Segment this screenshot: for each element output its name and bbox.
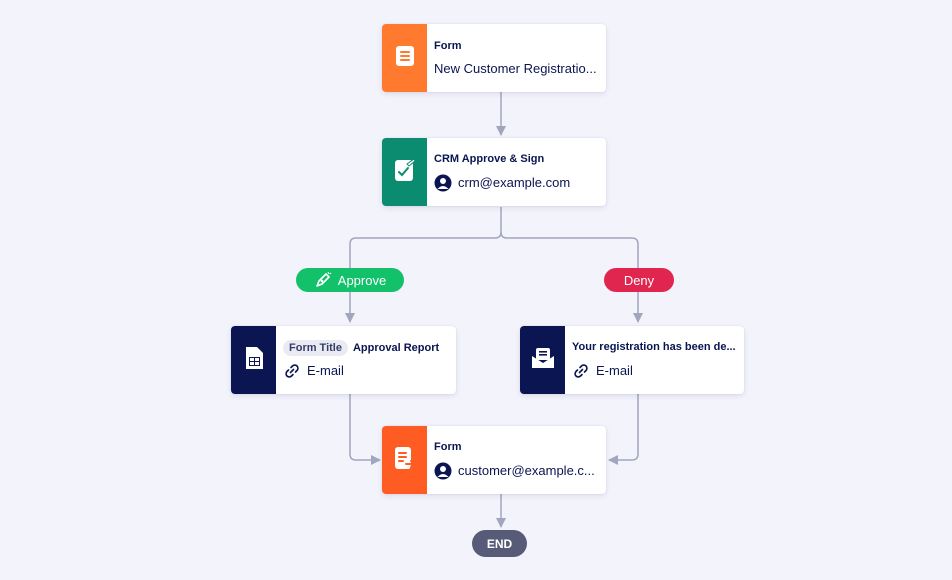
node-subtitle: New Customer Registratio... — [434, 61, 597, 76]
form-start-node[interactable]: Form New Customer Registratio... — [382, 24, 606, 92]
form-start-icon-block — [382, 24, 427, 92]
node-subtitle: crm@example.com — [458, 175, 571, 190]
connector-crm-to-deny — [500, 231, 643, 323]
user-icon — [434, 462, 452, 480]
connector-deny-to-form — [608, 394, 639, 465]
node-title: Form — [434, 441, 462, 453]
user-icon — [434, 174, 452, 192]
form-send-icon — [394, 446, 416, 475]
node-title: Form — [434, 40, 462, 52]
sign-document-icon — [394, 157, 416, 187]
approve-label: Approve — [337, 272, 387, 288]
end-node: END — [472, 530, 527, 557]
approval-report-node[interactable]: Form Title Approval Report E-mail — [231, 326, 456, 394]
node-subtitle: E-mail — [596, 363, 633, 378]
document-icon — [395, 45, 415, 72]
node-subtitle: E-mail — [307, 363, 344, 378]
form-title-chip: Form Title — [283, 340, 348, 356]
link-icon — [572, 362, 590, 380]
report-icon-block — [231, 326, 276, 394]
node-title: Approval Report — [352, 342, 440, 354]
form-end-icon-block — [382, 426, 427, 494]
email-icon — [531, 347, 555, 374]
link-icon — [283, 362, 301, 380]
pen-sign-icon — [314, 271, 332, 289]
report-icon — [244, 346, 264, 375]
node-title: CRM Approve & Sign — [434, 153, 545, 165]
form-end-node[interactable]: Form customer@example.c... — [382, 426, 606, 494]
crm-icon-block — [382, 138, 427, 206]
node-subtitle: customer@example.c... — [458, 463, 595, 478]
deny-branch-label[interactable]: Deny — [604, 268, 674, 292]
deny-label: Deny — [623, 272, 655, 288]
connector-crm-split — [345, 207, 502, 323]
connector-report-to-form — [349, 394, 381, 465]
deny-email-node[interactable]: Your registration has been de... E-mail — [520, 326, 744, 394]
end-label: END — [486, 536, 513, 551]
crm-approve-node[interactable]: CRM Approve & Sign crm@example.com — [382, 138, 606, 206]
email-icon-block — [520, 326, 565, 394]
approve-branch-label[interactable]: Approve — [296, 268, 404, 292]
node-title: Your registration has been de... — [572, 341, 736, 353]
